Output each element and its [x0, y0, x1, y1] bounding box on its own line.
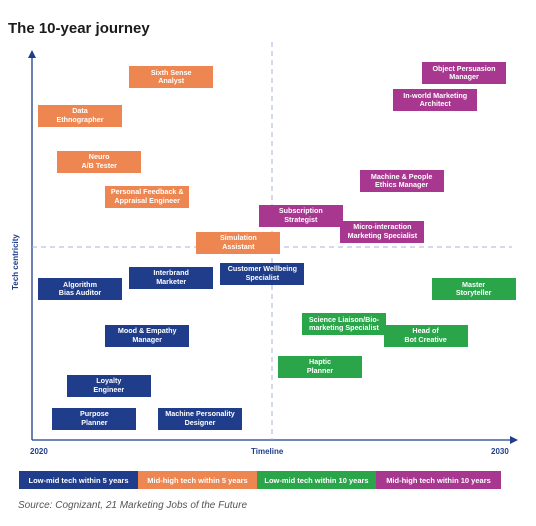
job-box: Mood & Empathy Manager — [105, 324, 190, 347]
x-axis-label: Timeline — [251, 447, 284, 456]
legend-item: Low-mid tech within 5 years — [19, 471, 138, 489]
x-axis-arrow — [510, 436, 518, 444]
job-box: Master Storyteller — [431, 278, 516, 301]
job-box: Machine Personality Designer — [158, 407, 242, 430]
job-box: Personal Feedback & Appraisal Engineer — [105, 185, 190, 208]
legend-item: Low-mid tech within 10 years — [257, 471, 376, 489]
job-box: Machine & People Ethics Manager — [359, 170, 444, 193]
job-box: Micro-interaction Marketing Specialist — [340, 220, 425, 243]
job-box: In-world Marketing Architect — [393, 89, 478, 112]
job-box: Subscription Strategist — [258, 205, 343, 228]
x-tick-label-end: 2030 — [491, 447, 509, 456]
job-box: Sixth Sense Analyst — [129, 66, 214, 89]
job-box: Neuro A/B Tester — [57, 151, 142, 174]
x-tick-label-start: 2020 — [30, 447, 48, 456]
job-box: Purpose Planner — [52, 407, 137, 430]
y-axis-arrow — [28, 50, 36, 58]
job-box: Algorithm Bias Auditor — [38, 278, 122, 301]
job-box: Object Persuasion Manager — [422, 62, 506, 85]
legend-item: Mid-high tech within 5 years — [138, 471, 257, 489]
job-box: Interbrand Marketer — [129, 266, 214, 289]
job-box: Customer Wellbeing Specialist — [220, 263, 305, 286]
job-box: Science Liaison/Bio- marketing Specialis… — [302, 313, 386, 336]
legend-item: Mid-high tech within 10 years — [376, 471, 501, 489]
source-note: Source: Cognizant, 21 Marketing Jobs of … — [18, 500, 248, 511]
job-box: Simulation Assistant — [196, 232, 281, 255]
y-axis-label: Tech centricity — [11, 234, 20, 290]
job-box: Data Ethnographer — [38, 104, 122, 127]
job-box: Haptic Planner — [278, 355, 362, 378]
job-box: Loyalty Engineer — [66, 374, 151, 397]
chart-title: The 10-year journey — [8, 20, 150, 37]
job-box: Head of Bot Creative — [383, 324, 468, 347]
